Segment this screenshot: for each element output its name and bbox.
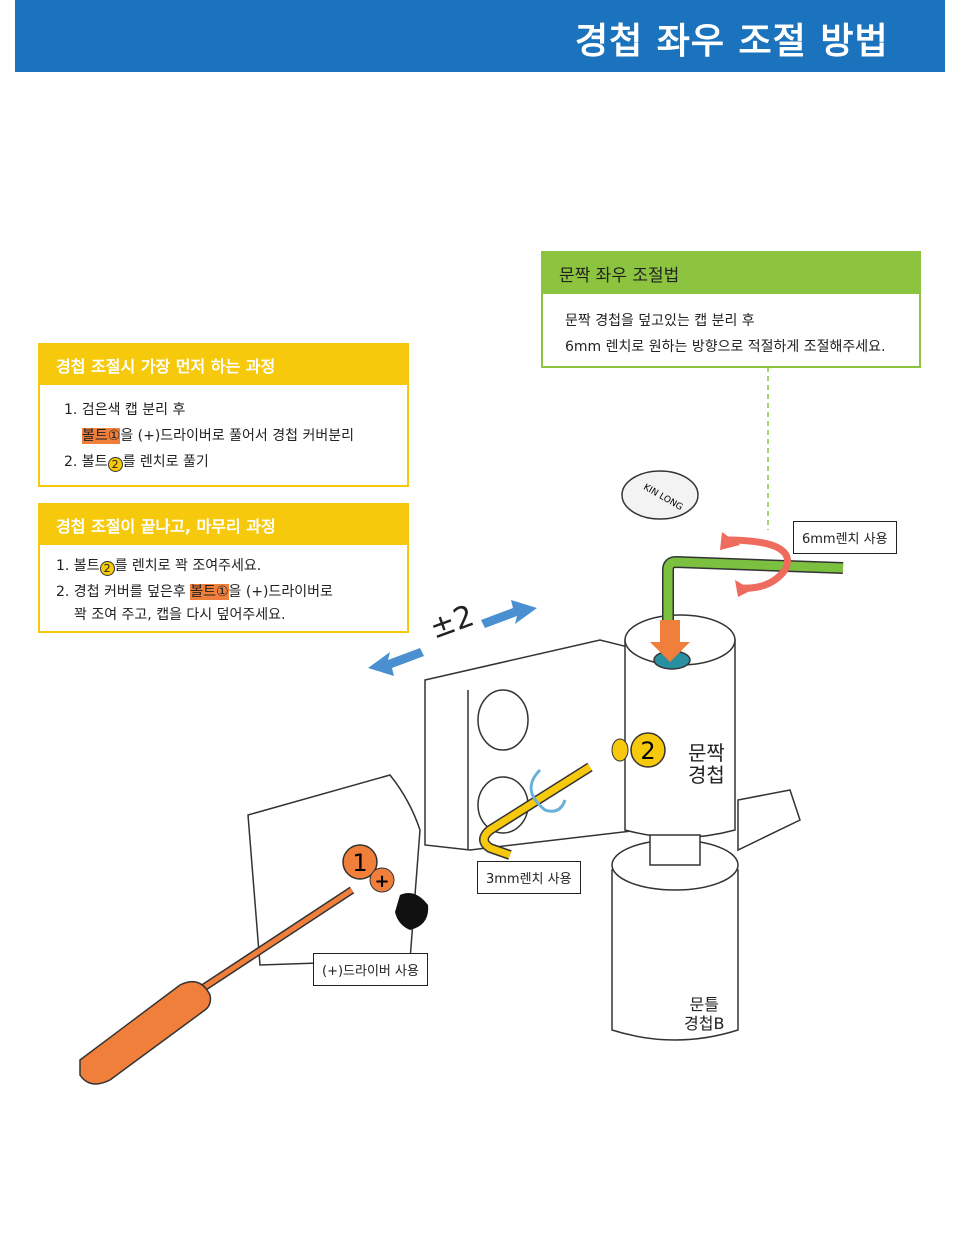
frame-barrel xyxy=(611,869,739,1041)
bolt-2-badge: 2 xyxy=(99,561,115,576)
down-arrow-icon xyxy=(650,620,690,662)
wrench-6mm-label: 6mm렌치 사용 xyxy=(793,521,897,554)
text: 2. 경첩 커버를 덮은후 xyxy=(56,584,191,600)
door-hinge-label: 문짝 경첩 xyxy=(688,741,725,787)
instruction-line: 6mm 렌치로 원하는 방향으로 적절하게 조절해주세요. xyxy=(565,339,886,355)
first-steps-box: 경첩 조절시 가장 먼저 하는 과정 1. 검은색 캡 분리 후 볼트①을 (+… xyxy=(38,343,409,487)
frame-hinge-label: 문틀 경첩B xyxy=(684,995,725,1033)
svg-text:+: + xyxy=(374,871,389,892)
bolt-1-highlight: 볼트① xyxy=(82,428,121,444)
door-adjust-box: 문짝 좌우 조절법 문짝 경첩을 덮고있는 캡 분리 후 6mm 렌치로 원하는… xyxy=(541,251,921,368)
text: 1. 볼트 xyxy=(56,558,100,574)
instruction-line: 1. 검은색 캡 분리 후 xyxy=(64,402,186,418)
text: 를 렌치로 풀기 xyxy=(122,454,209,470)
box-title: 경첩 조절이 끝나고, 마무리 과정 xyxy=(40,505,407,545)
box-title: 문짝 좌우 조절법 xyxy=(543,253,919,294)
box-title: 경첩 조절시 가장 먼저 하는 과정 xyxy=(40,345,407,385)
instruction-line: 꽉 조여 주고, 캡을 다시 덮어주세요. xyxy=(74,607,286,623)
driver-label: (+)드라이버 사용 xyxy=(313,953,428,986)
bolt-1-highlight: 볼트① xyxy=(190,584,229,600)
screwdriver-icon xyxy=(79,886,355,1085)
bolt-2-number: 2 xyxy=(640,737,655,765)
text: 을 (+)드라이버로 풀어서 경첩 커버분리 xyxy=(120,428,354,444)
text: 를 렌치로 꽉 조여주세요. xyxy=(114,558,262,574)
bolt-1-number: 1 xyxy=(352,849,367,877)
left-right-arrows-icon xyxy=(368,600,537,676)
black-cap xyxy=(395,892,429,930)
text: 을 (+)드라이버로 xyxy=(228,584,333,600)
instruction-line: 2. 경첩 커버를 덮은후 볼트①을 (+)드라이버로 xyxy=(56,579,407,605)
text: 2. 볼트 xyxy=(64,454,108,470)
bolt-2-badge: 2 xyxy=(107,457,123,472)
instruction-line: 볼트①을 (+)드라이버로 풀어서 경첩 커버분리 xyxy=(64,423,407,449)
rotate-arrow-icon xyxy=(724,536,791,592)
cap xyxy=(621,470,699,520)
door-leaf xyxy=(424,639,641,851)
page-title: 경첩 좌우 조절 방법 xyxy=(575,21,889,62)
wrench-3mm-label: 3mm렌치 사용 xyxy=(477,861,581,894)
instruction-line: 문짝 경첩을 덮고있는 캡 분리 후 xyxy=(565,313,755,329)
frame-leaf xyxy=(247,774,421,966)
header-bar: 경첩 좌우 조절 방법 xyxy=(15,0,945,72)
